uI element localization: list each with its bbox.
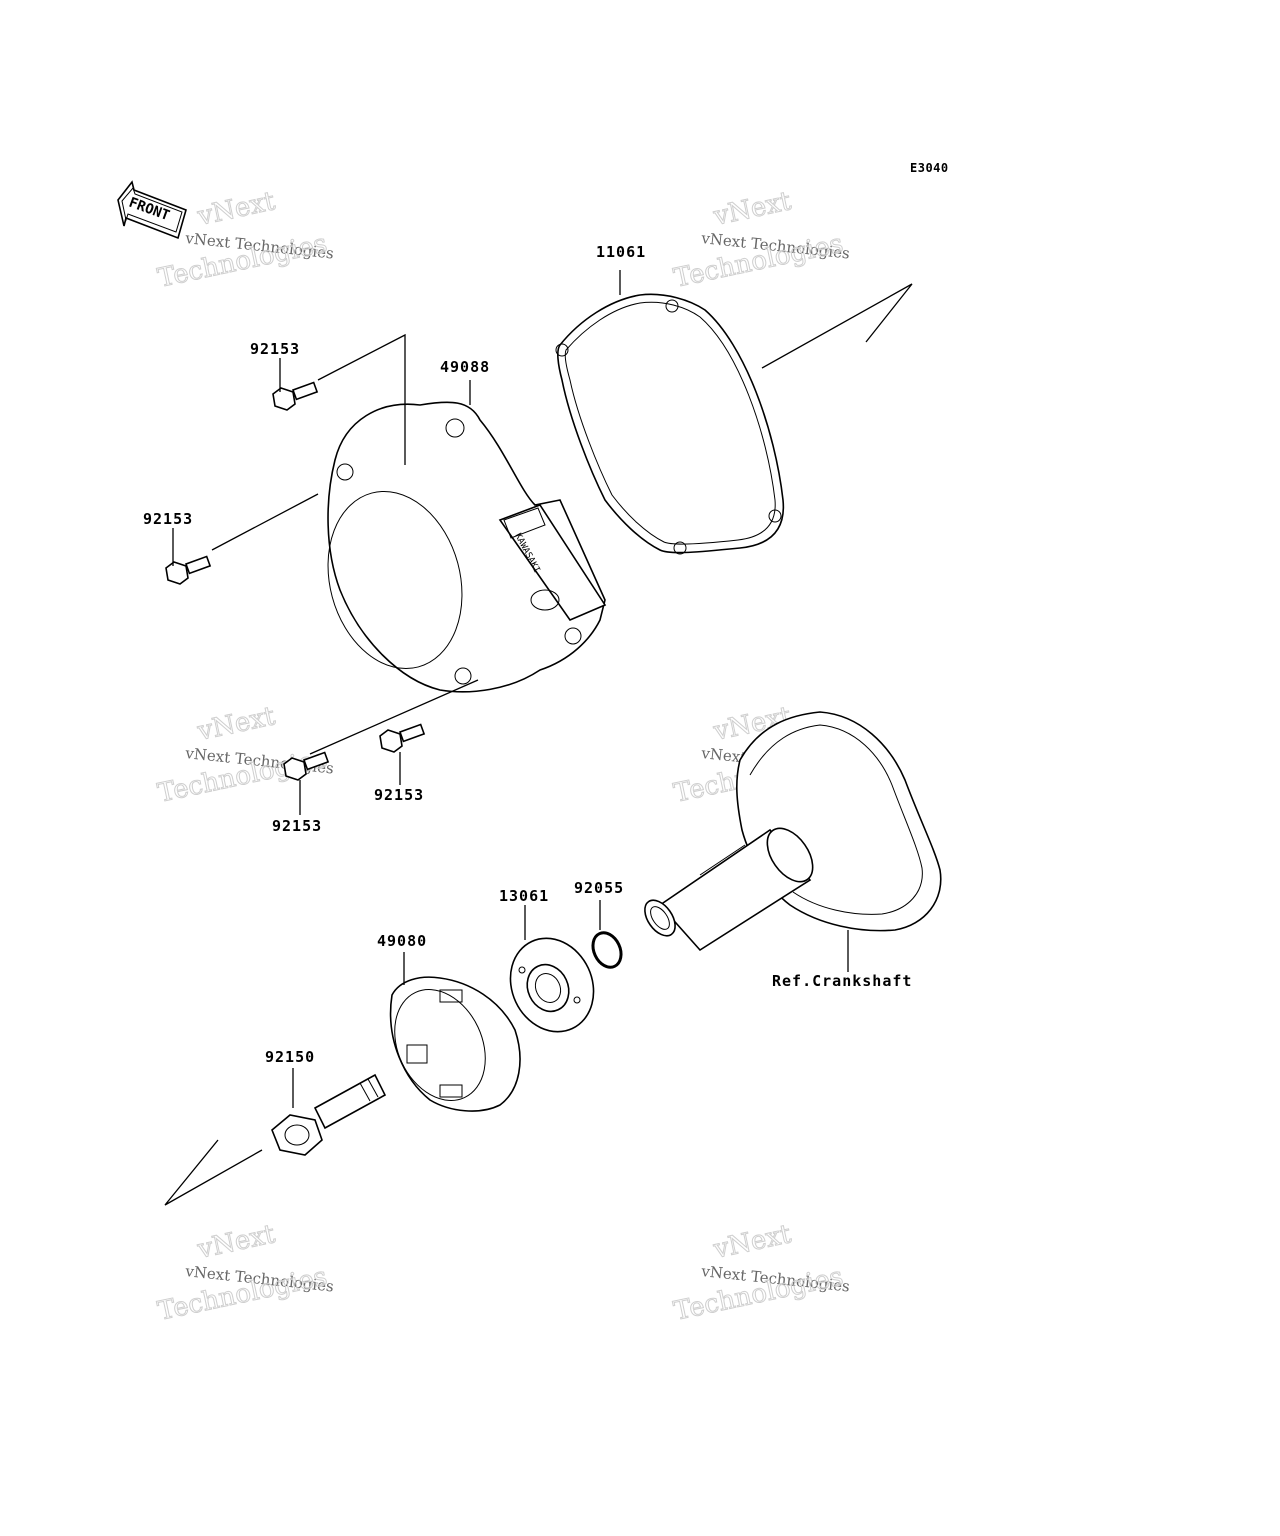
gasket-part-number: 11061 (596, 243, 646, 261)
bolt-lower-right-icon (379, 723, 426, 753)
cover-icon: KAWASAKI (327, 401, 607, 693)
plate-icon (509, 937, 595, 1033)
bolt-top-icon (272, 381, 319, 411)
front-arrow-icon: FRONT (117, 180, 187, 240)
axis-line-left (164, 1139, 263, 1206)
watermark-6: vNext vNext Technologies Technologies (671, 1219, 851, 1328)
crankshaft-ref-label: Ref.Crankshaft (772, 972, 912, 990)
axis-line-right (761, 283, 913, 369)
assembly-line-lower (309, 679, 479, 755)
housing-icon (389, 976, 521, 1112)
watermark-3: vNext vNext Technologies Technologies (155, 701, 335, 810)
bolt-center-icon (271, 1073, 387, 1156)
bolt-top-part-number: 92153 (250, 340, 300, 358)
bolt-lower-right-part-number: 92153 (374, 786, 424, 804)
bolt-left-part-number: 92153 (143, 510, 193, 528)
assembly-line-left (211, 493, 319, 551)
cover-part-number: 49088 (440, 358, 490, 376)
bolt-lower-left-part-number: 92153 (272, 817, 322, 835)
svg-text:vNext: vNext (194, 701, 278, 747)
assembly-line-top (317, 333, 406, 465)
bolt-left-icon (165, 555, 212, 585)
svg-text:vNext: vNext (710, 186, 794, 232)
diagram-code: E3040 (910, 161, 949, 175)
svg-text:vNext: vNext (194, 186, 278, 232)
crankshaft-icon (644, 711, 942, 952)
oring-part-number: 92055 (574, 879, 624, 897)
housing-part-number: 49080 (377, 932, 427, 950)
oring-icon (591, 931, 623, 969)
watermark-5: vNext vNext Technologies Technologies (155, 1219, 335, 1328)
gasket-icon (555, 293, 785, 555)
bolt-center-part-number: 92150 (265, 1048, 315, 1066)
svg-text:vNext: vNext (194, 1219, 278, 1265)
watermark-1: vNext vNext Technologies Technologies (155, 186, 335, 295)
bolt-lower-left-icon (283, 751, 330, 781)
svg-text:vNext: vNext (710, 1219, 794, 1265)
watermark-2: vNext vNext Technologies Technologies (671, 186, 851, 295)
plate-part-number: 13061 (499, 887, 549, 905)
